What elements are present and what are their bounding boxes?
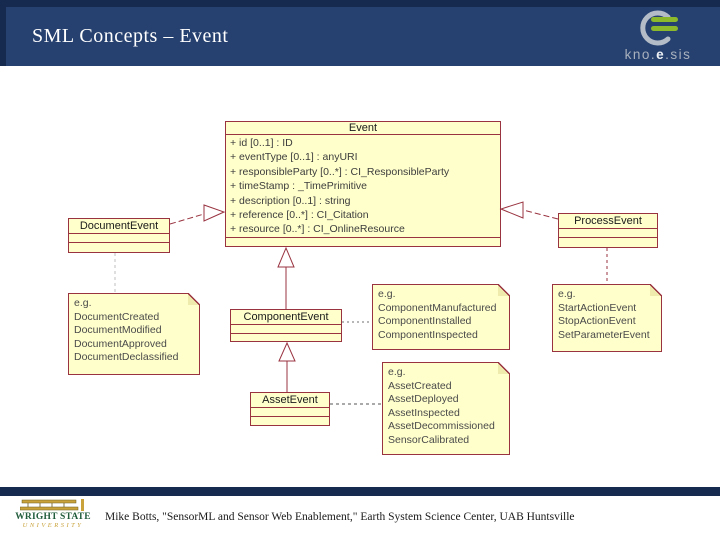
generalization-arrowhead-icon xyxy=(277,246,295,268)
note-fold-icon xyxy=(498,284,510,296)
text-line: + eventType [0..1] : anyURI xyxy=(230,151,358,164)
generalization-arrowhead-icon xyxy=(499,201,524,219)
wright-state-university: UNIVERSITY xyxy=(22,522,84,529)
knoesis-wordmark: kno.e.sis xyxy=(602,47,714,62)
class-event-operations xyxy=(226,238,500,246)
generalization-arrowhead-icon xyxy=(203,204,226,222)
note-fold-icon xyxy=(498,362,510,374)
class-process-event-title: ProcessEvent xyxy=(559,214,657,229)
generalization-arrowhead-icon xyxy=(278,341,296,362)
class-compartment xyxy=(251,408,329,416)
text-line: AssetDeployed xyxy=(388,393,459,405)
text-line: + responsibleParty [0..*] : CI_Responsib… xyxy=(230,165,450,178)
wright-flyer-icon xyxy=(20,499,84,511)
text-line: + reference [0..*] : CI_Citation xyxy=(230,209,369,222)
text-line: ComponentManufactured xyxy=(378,301,497,314)
class-event-title: Event xyxy=(226,122,500,135)
text-line: + id [0..1] : ID xyxy=(230,137,293,149)
generalization-line-processevent xyxy=(522,209,559,220)
wright-state-name: WRIGHT STATE xyxy=(15,512,91,522)
text-line: SensorCalibrated xyxy=(388,433,470,446)
class-asset-event: AssetEvent xyxy=(250,392,330,426)
class-process-event: ProcessEvent xyxy=(558,213,658,248)
text-line: + timeStamp : _TimePrimitive xyxy=(230,180,368,193)
class-compartment xyxy=(251,416,329,424)
class-component-event-title: ComponentEvent xyxy=(231,310,341,325)
class-component-event: ComponentEvent xyxy=(230,309,342,342)
footer-citation: Mike Botts, "SensorML and Sensor Web Ena… xyxy=(105,511,575,523)
class-compartment xyxy=(559,237,657,245)
class-event-attributes: + id [0..1] : ID + eventType [0..1] : any… xyxy=(226,135,500,238)
text-line: SetParameterEvent xyxy=(558,328,650,341)
class-compartment xyxy=(69,234,169,242)
knoesis-word-post: .sis xyxy=(665,47,692,62)
text-line: DocumentCreated xyxy=(74,310,160,323)
footer-divider-bar xyxy=(0,487,720,496)
text-line: AssetInspected xyxy=(388,406,460,419)
knoesis-word-pre: kno. xyxy=(624,47,657,62)
note-fold-icon xyxy=(188,293,200,305)
text-line: ComponentInspected xyxy=(378,328,478,341)
class-document-event: DocumentEvent xyxy=(68,218,170,253)
slide-title: SML Concepts – Event xyxy=(32,25,229,47)
text-line: e.g. xyxy=(388,366,406,378)
text-line: AssetDecommissioned xyxy=(388,420,495,432)
class-compartment xyxy=(231,325,341,333)
text-line: AssetCreated xyxy=(388,379,452,392)
text-line: StartActionEvent xyxy=(558,301,637,314)
knoesis-word-e: e xyxy=(656,47,666,62)
text-line: DocumentApproved xyxy=(74,337,167,350)
class-event: Event + id [0..1] : ID + eventType [0..1]… xyxy=(225,121,501,247)
text-line: DocumentDeclassified xyxy=(74,351,179,363)
text-line: ComponentInstalled xyxy=(378,315,472,327)
slide-header: SML Concepts – Event kno.e.sis xyxy=(0,0,720,66)
text-line: + resource [0..*] : CI_OnlineResource xyxy=(230,223,405,236)
text-line: e.g. xyxy=(378,288,396,300)
knoesis-e-icon xyxy=(640,10,678,46)
class-document-event-title: DocumentEvent xyxy=(69,219,169,234)
text-line: StopActionEvent xyxy=(558,315,636,327)
generalization-line-documentevent xyxy=(169,213,205,225)
text-line: DocumentModified xyxy=(74,324,162,336)
text-line: e.g. xyxy=(74,297,92,309)
class-compartment xyxy=(69,242,169,250)
text-line: e.g. xyxy=(558,288,576,300)
note-fold-icon xyxy=(650,284,662,296)
class-compartment xyxy=(231,333,341,341)
class-asset-event-title: AssetEvent xyxy=(251,393,329,408)
class-compartment xyxy=(559,229,657,237)
text-line: + description [0..1] : string xyxy=(230,194,351,207)
wright-state-logo: WRIGHT STATE UNIVERSITY xyxy=(10,499,96,529)
knoesis-logo: kno.e.sis xyxy=(602,9,714,62)
